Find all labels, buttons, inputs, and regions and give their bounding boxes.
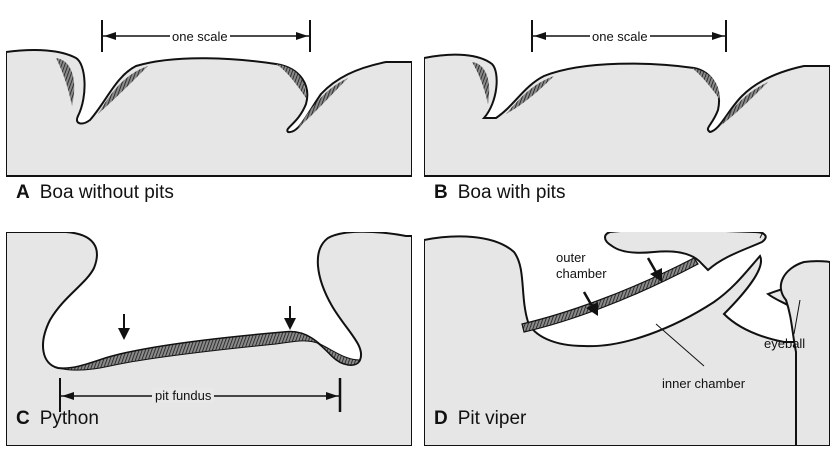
panel-letter: D	[434, 408, 448, 429]
scale-thickening-next	[298, 78, 348, 128]
python-pit-diagram	[6, 232, 412, 446]
boa-with-pits-diagram	[424, 20, 830, 177]
panel-d: pore outer chamber eyeball inner chamber…	[424, 232, 830, 446]
scale-arrowhead-right	[296, 32, 308, 40]
inner-chamber-leader	[655, 323, 705, 367]
pit-membrane	[521, 257, 699, 333]
arrow-head-upper	[650, 268, 662, 282]
panel-title: Pit viper	[457, 408, 527, 429]
scale-thickening-next	[720, 82, 768, 126]
outer-chamber-label-line2: chamber	[556, 266, 607, 281]
arrow-head-left	[118, 328, 130, 340]
pit-viper-diagram	[424, 232, 830, 446]
panel-title: Python	[39, 408, 99, 429]
panel-letter: A	[16, 182, 30, 203]
inner-chamber-label: inner chamber	[662, 376, 746, 391]
fundus-arrowhead-right	[326, 392, 338, 400]
pore-leader	[759, 232, 764, 239]
scale-arrowhead-left	[534, 32, 546, 40]
scale-arrowhead-right	[712, 32, 724, 40]
boa-without-pits-diagram	[6, 20, 412, 177]
scale-tissue	[6, 49, 412, 177]
scale-thickening-left	[472, 62, 490, 104]
fundus-label: pit fundus	[152, 388, 215, 403]
panel-letter: C	[16, 408, 30, 429]
panel-caption: A Boa without pits	[16, 182, 174, 204]
scale-thickening-right	[276, 64, 306, 98]
scale-thickening-left	[56, 58, 75, 106]
panel-a: one scale A Boa without pits	[6, 6, 412, 220]
scale-thickening-right	[692, 68, 720, 100]
arrow-shaft-lower	[582, 291, 594, 307]
panel-title: Boa with pits	[457, 182, 566, 203]
panel-b: one scale B Boa with pits	[424, 6, 830, 220]
pit-membrane	[57, 331, 361, 371]
outer-chamber-label-line1: outer	[556, 250, 586, 265]
eyeball	[779, 260, 830, 446]
panel-letter: B	[434, 182, 448, 203]
scale-tissue	[424, 53, 830, 177]
scale-thickening-main	[98, 66, 148, 114]
pit-cover	[604, 232, 767, 272]
head-tissue	[424, 235, 830, 446]
scale-label: one scale	[590, 29, 650, 44]
arrow-shaft-upper	[646, 257, 658, 273]
eyeball-label: eyeball	[764, 336, 806, 351]
scale-label: one scale	[170, 29, 230, 44]
panel-c: pit fundus C Python	[6, 232, 412, 446]
eyeball-leader	[793, 299, 801, 335]
fundus-arrowhead-left	[62, 392, 74, 400]
arrow-head-lower	[586, 302, 598, 316]
panel-caption: C Python	[16, 408, 99, 430]
panel-caption: B Boa with pits	[434, 182, 565, 204]
arrow-head-right	[284, 318, 296, 330]
panel-title: Boa without pits	[39, 182, 174, 203]
scale-thickening-main	[506, 76, 554, 114]
scale-arrowhead-left	[104, 32, 116, 40]
panel-caption: D Pit viper	[434, 408, 526, 430]
